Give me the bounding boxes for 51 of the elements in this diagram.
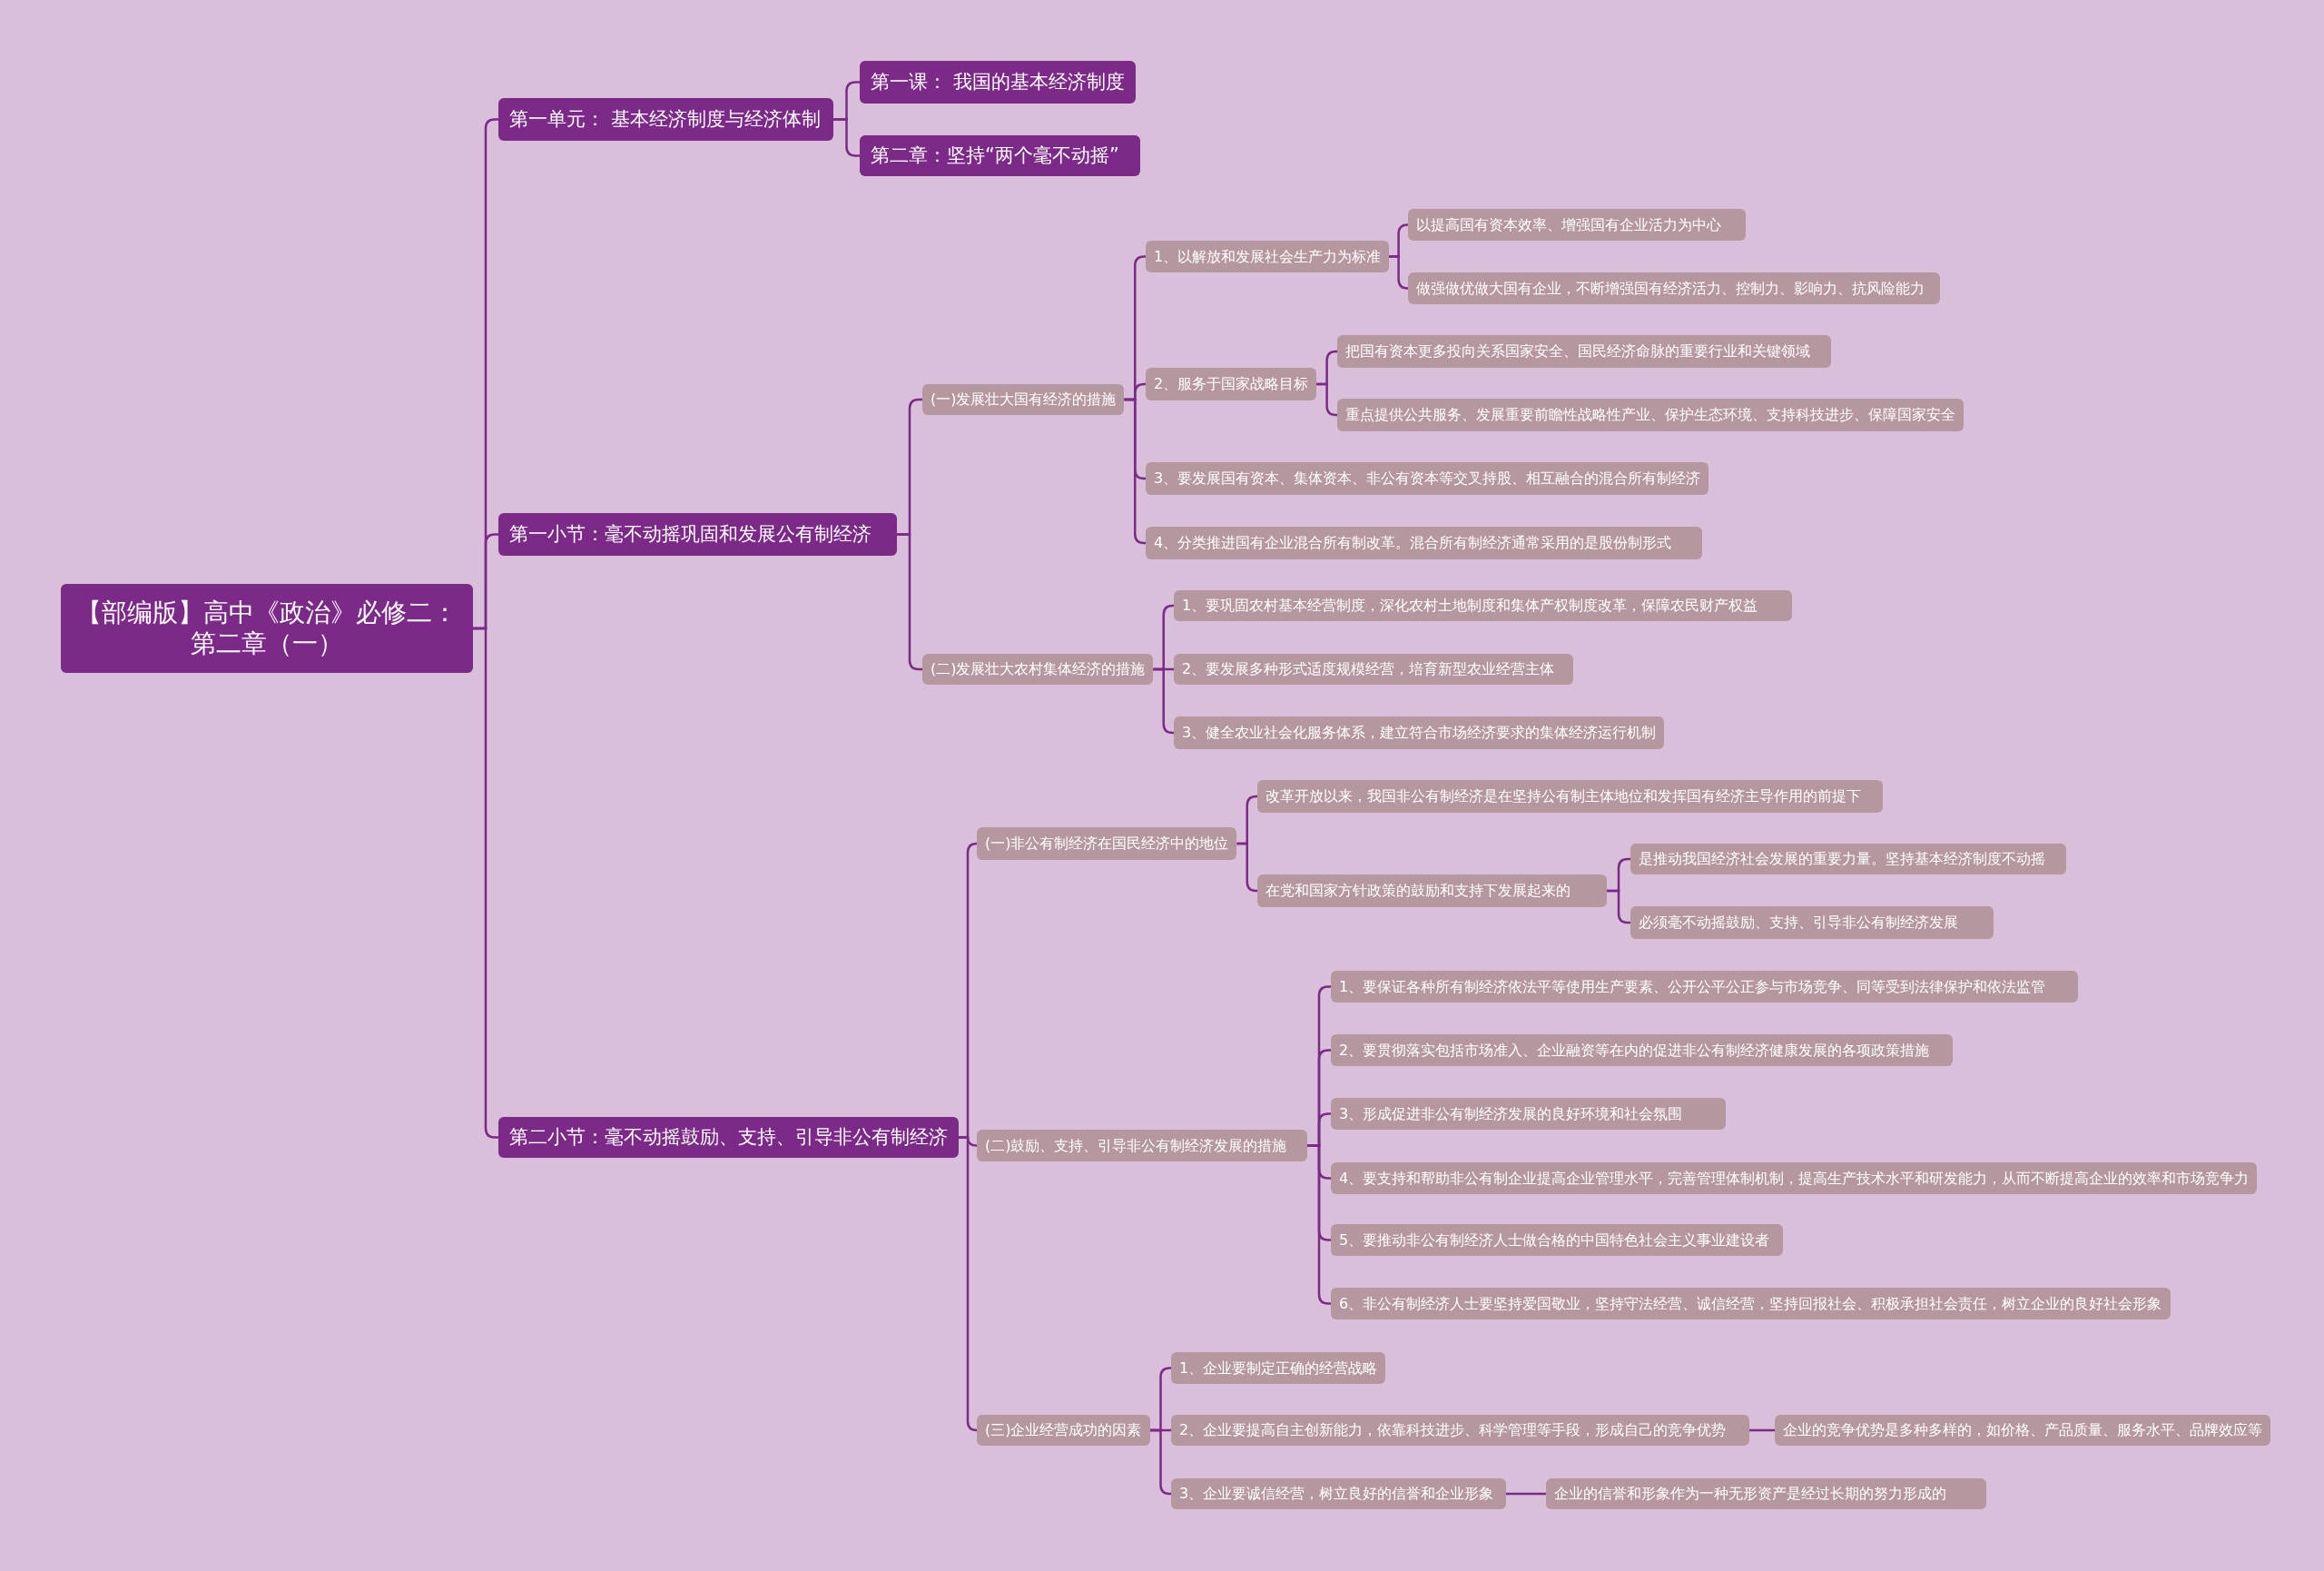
topic-box: 以提高国有资本效率、增强国有企业活力为中心	[1408, 209, 1746, 241]
topic-box: 3、形成促进非公有制经济发展的良好环境和社会氛围	[1331, 1098, 1726, 1130]
connector-line	[473, 627, 499, 1139]
topic-box: (一)发展壮大国有经济的措施	[922, 384, 1125, 415]
topic-box: 做强做优做大国有企业，不断增强国有经济活力、控制力、影响力、抗风险能力	[1408, 272, 1940, 304]
topic-box: 4、分类推进国有企业混合所有制改革。混合所有制经济通常采用的是股份制形式	[1146, 527, 1702, 559]
connector-line	[1124, 398, 1147, 545]
connector-line	[1607, 889, 1630, 924]
connector-line	[1749, 1428, 1775, 1432]
topic-box: (一)非公有制经济在国民经济中的地位	[977, 827, 1237, 860]
topic-box: 重点提供公共服务、发展重要前瞻性战略性产业、保护生态环境、支持科技进步、保障国家安全	[1337, 399, 1964, 431]
connector-line	[1316, 382, 1338, 417]
connector-line	[833, 118, 860, 157]
connector-line	[1153, 667, 1175, 735]
topic-box: 1、企业要制定正确的经营战略	[1171, 1352, 1386, 1384]
topic-box: 2、要发展多种形式适度规模经营，培育新型农业经营主体	[1174, 654, 1573, 685]
topic-box: 必须毫不动摇鼓励、支持、引导非公有制经济发展	[1630, 906, 1994, 939]
topic-box: 1、以解放和发展社会生产力为标准	[1146, 241, 1390, 272]
connector-line	[1506, 1492, 1546, 1496]
topic-box: 1、要巩固农村基本经营制度，深化农村土地制度和集体产权制度改革，保障农民财产权益	[1174, 590, 1792, 621]
topic-box: 2、要贯彻落实包括市场准入、企业融资等在内的促进非公有制经济健康发展的各项政策措施	[1331, 1034, 1953, 1066]
topic-box: 3、要发展国有资本、集体资本、非公有资本等交叉持股、相互融合的混合所有制经济	[1146, 462, 1709, 495]
connector-line	[1236, 842, 1258, 893]
topic-box: 1、要保证各种所有制经济依法平等使用生产要素、公开公平公正参与市场竞争、同等受到法律保护和依法监管	[1331, 971, 2078, 1003]
connector-line	[959, 1136, 979, 1432]
topic-box: 2、服务于国家战略目标	[1146, 368, 1317, 400]
topic-box: 改革开放以来，我国非公有制经济是在坚持公有制主体地位和发挥国有经济主导作用的前提下	[1257, 780, 1883, 813]
topic-box: 在党和国家方针政策的鼓励和支持下发展起来的	[1257, 874, 1607, 907]
topic-box: 第一单元： 基本经济制度与经济体制	[498, 98, 833, 141]
topic-box: 6、非公有制经济人士要坚持爱国敬业，坚持守法经营、诚信经营，坚持回报社会、积极承担社会责任，树立企业的良好社会形象	[1331, 1288, 2171, 1319]
topic-box: (三)企业经营成功的因素	[977, 1415, 1150, 1446]
topic-box: (二)发展壮大农村集体经济的措施	[922, 654, 1154, 685]
topic-box: 第二小节：毫不动摇鼓励、支持、引导非公有制经济	[498, 1117, 959, 1158]
topic-box: 4、要支持和帮助非公有制企业提高企业管理水平，完善管理体制机制，提高生产技术水平和研发能力，从而不断提高企业的效率和市场竞争力	[1331, 1162, 2258, 1194]
topic-box: 企业的信誉和形象作为一种无形资产是经过长期的努力形成的	[1546, 1478, 1986, 1509]
title-box: 【部编版】高中《政治》必修二：第二章（一）	[61, 584, 473, 673]
topic-box: 把国有资本更多投向关系国家安全、国民经济命脉的重要行业和关键领域	[1337, 335, 1831, 368]
topic-box: 3、健全农业社会化服务体系，建立符合市场经济要求的集体经济运行机制	[1174, 716, 1665, 749]
topic-box: 5、要推动非公有制经济人士做合格的中国特色社会主义事业建设者	[1331, 1224, 1783, 1256]
connector-line	[1307, 1144, 1331, 1305]
topic-box: 第一课： 我国的基本经济制度	[860, 61, 1136, 104]
topic-box: 是推动我国经济社会发展的重要力量。坚持基本经济制度不动摇	[1630, 844, 2066, 874]
topic-box: (二)鼓励、支持、引导非公有制经济发展的措施	[977, 1130, 1307, 1161]
connector-line	[897, 533, 922, 671]
topic-box: 2、企业要提高自主创新能力，依靠科技进步、科学管理等手段，形成自己的竞争优势	[1171, 1415, 1749, 1446]
topic-box: 3、企业要诚信经营，树立良好的信誉和企业形象	[1171, 1478, 1506, 1509]
topic-box: 第二章：坚持“两个毫不动摇”	[860, 135, 1140, 176]
topic-box: 第一小节：毫不动摇巩固和发展公有制经济	[498, 513, 897, 556]
connector-line	[1150, 1428, 1172, 1496]
connector-line	[1389, 255, 1409, 290]
topic-box: 企业的竞争优势是多种多样的，如价格、产品质量、服务水平、品牌效应等	[1775, 1415, 2270, 1446]
